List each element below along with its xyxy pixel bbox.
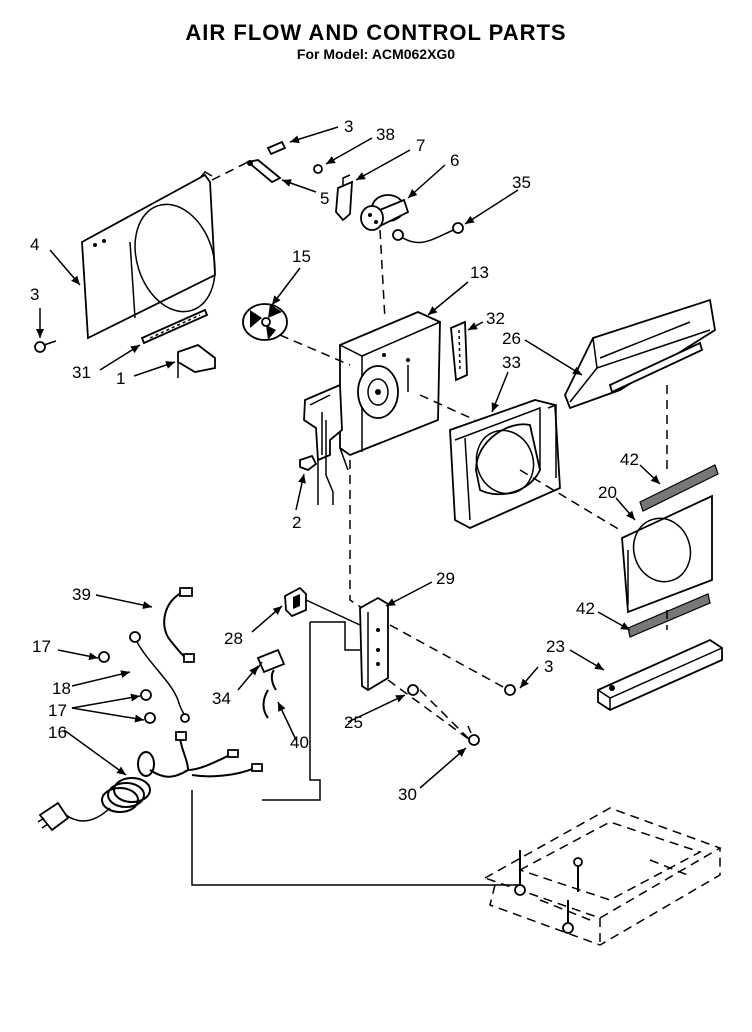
base-pan-outline [483, 807, 722, 946]
callout-16: 16 [48, 723, 67, 742]
part-3-screw-right [504, 684, 516, 696]
part-3-screw-top [266, 140, 287, 156]
part-13-motor-mount [303, 311, 441, 505]
part-35-ground-wire [392, 222, 464, 244]
callout-42-bottom: 42 [576, 599, 595, 618]
callout-25: 25 [344, 713, 363, 732]
callout-31: 31 [72, 363, 91, 382]
callout-17-top: 17 [32, 637, 51, 656]
callout-18: 18 [52, 679, 71, 698]
part-39-harness [163, 587, 195, 663]
callout-2: 2 [292, 513, 301, 532]
callout-32: 32 [486, 309, 505, 328]
part-23-base-channel [597, 638, 723, 712]
leader-lines [36, 126, 661, 789]
callout-38: 38 [376, 125, 395, 144]
part-6-capacitor [360, 194, 410, 231]
callout-40: 40 [290, 733, 309, 752]
callout-labels: 3 38 7 6 35 5 4 3 31 1 15 13 32 26 33 2 … [30, 117, 639, 804]
model-subtitle: For Model: ACM062XG0 [296, 46, 456, 62]
callout-6: 6 [450, 151, 459, 170]
callout-7: 7 [416, 136, 425, 155]
callout-1: 1 [116, 369, 125, 388]
part-3-screw-left [34, 340, 57, 353]
callout-29: 29 [436, 569, 455, 588]
callout-20: 20 [598, 483, 617, 502]
part-31-strip [140, 308, 209, 345]
part-42-foam-top [639, 464, 719, 512]
part-7-bracket [335, 174, 353, 222]
diagram-title: AIR FLOW AND CONTROL PARTS [185, 20, 567, 45]
part-4-front-panel [81, 171, 216, 340]
part-16-power-cord [37, 731, 263, 832]
callout-34: 34 [212, 689, 231, 708]
part-18-wire [129, 631, 190, 723]
callout-33: 33 [502, 353, 521, 372]
part-20-rear-panel [621, 494, 713, 614]
part-34-sensor [254, 648, 286, 674]
callout-17-bottom: 17 [48, 701, 67, 720]
callout-5: 5 [320, 189, 329, 208]
part-29-control-bracket [359, 596, 389, 692]
part-32-strip [450, 320, 468, 382]
wiring-lines [191, 599, 520, 886]
callout-28: 28 [224, 629, 243, 648]
part-1-bracket [177, 343, 216, 378]
alignment-lines [211, 161, 668, 741]
callout-35: 35 [512, 173, 531, 192]
part-2-clip [299, 454, 318, 472]
callout-30: 30 [398, 785, 417, 804]
part-30-screw [467, 725, 480, 746]
part-28-switch [284, 586, 307, 618]
part-17-screws [98, 651, 156, 724]
callout-26: 26 [502, 329, 521, 348]
callout-39: 39 [72, 585, 91, 604]
callout-3-left: 3 [30, 285, 39, 304]
part-15-fan [242, 303, 288, 341]
part-25-screw [407, 684, 419, 696]
callout-23: 23 [546, 637, 565, 656]
part-42-foam-bottom [627, 593, 711, 638]
callout-15: 15 [292, 247, 311, 266]
callout-42-top: 42 [620, 450, 639, 469]
part-26-duct [564, 298, 716, 410]
callout-3-top: 3 [344, 117, 353, 136]
part-5-link [245, 159, 282, 184]
callout-4: 4 [30, 235, 39, 254]
part-33-blower-scroll [449, 399, 561, 530]
part-38-screw [313, 164, 323, 174]
callout-3-right: 3 [544, 657, 553, 676]
callout-13: 13 [470, 263, 489, 282]
part-40-clip [262, 669, 277, 719]
